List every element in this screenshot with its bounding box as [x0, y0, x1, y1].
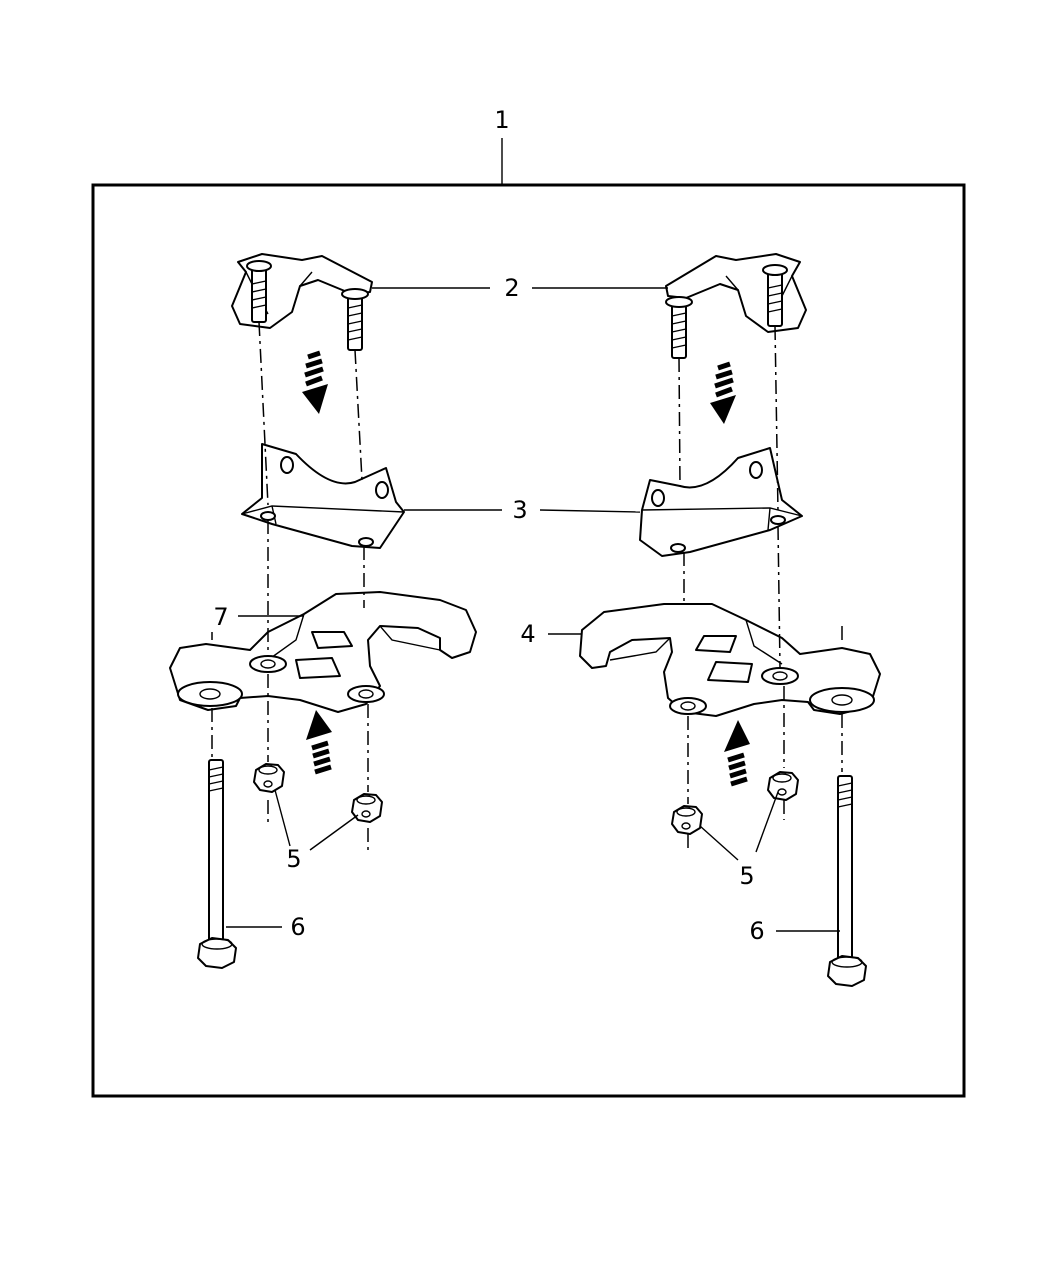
right-down-arrow-icon — [710, 361, 736, 424]
callout-2-label: 2 — [504, 274, 519, 302]
callout-3-label: 3 — [512, 496, 527, 524]
callout-5-left-label: 5 — [286, 845, 301, 873]
right-assembly — [532, 253, 881, 987]
left-top-bracket — [231, 253, 373, 351]
callout-1-label: 1 — [494, 106, 509, 134]
callout-5-right-label: 5 — [739, 862, 754, 890]
left-down-arrow-icon — [302, 350, 328, 414]
right-nut-1 — [671, 805, 703, 835]
right-long-bolt — [827, 775, 867, 987]
left-assembly — [169, 253, 502, 969]
left-nut-1 — [253, 763, 285, 793]
left-long-bolt — [197, 759, 237, 969]
left-spacer-plate — [241, 443, 405, 549]
right-tow-hook — [579, 603, 881, 717]
left-nut-2 — [351, 793, 383, 823]
right-spacer-plate — [639, 447, 803, 557]
right-up-arrow-icon — [724, 720, 750, 787]
callout-1: 1 — [494, 106, 510, 185]
callout-7-label: 7 — [213, 603, 228, 631]
callout-6-left-label: 6 — [290, 913, 305, 941]
callout-4-label: 4 — [520, 620, 535, 648]
kit-frame — [91, 183, 966, 1098]
right-top-bracket — [665, 253, 807, 359]
callout-6-right-label: 6 — [749, 917, 764, 945]
left-tow-hook — [169, 591, 477, 713]
right-nut-2 — [767, 771, 799, 801]
left-up-arrow-icon — [306, 710, 332, 775]
